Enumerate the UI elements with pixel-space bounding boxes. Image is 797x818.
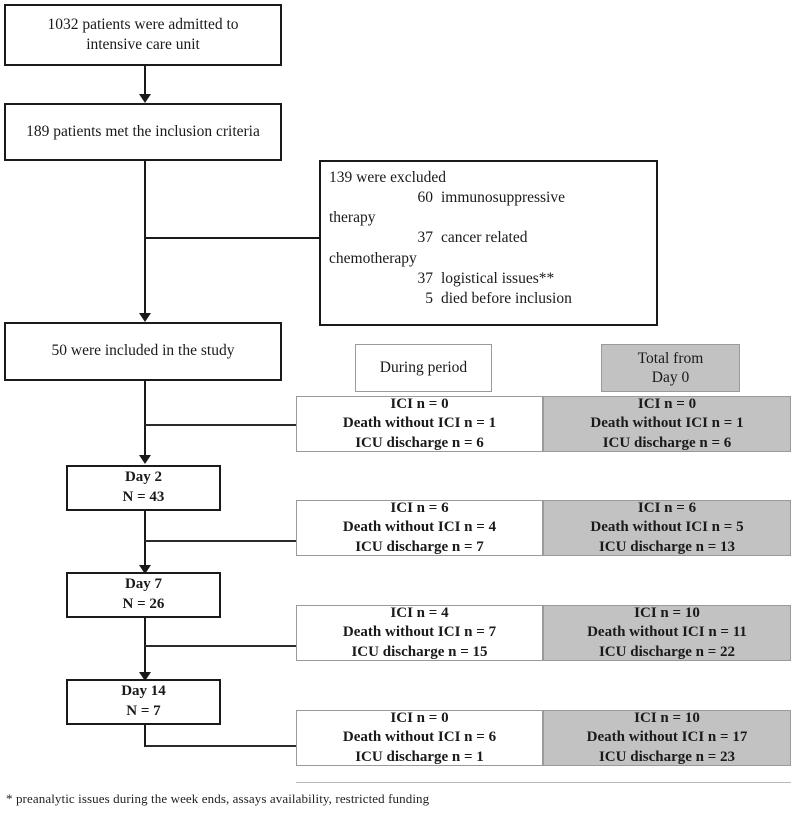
box-included-line1: 50 were included in the study <box>51 342 235 360</box>
excluded-reason-4: 5 died before inclusion <box>329 289 648 309</box>
panel-period-1-during-discharge: ICU discharge n = 6 <box>355 434 484 451</box>
panel-period-3-during-death: Death without ICI n = 7 <box>342 624 497 641</box>
panel-period-1-total: ICI n = 0 Death without ICI n = 1 ICU di… <box>543 396 791 452</box>
box-day-7-line1: Day 7 <box>124 576 163 593</box>
footnote-text: * preanalytic issues during the week end… <box>6 791 430 806</box>
excluded-reason-2-label: cancer related <box>441 229 528 247</box>
branch-to-period-1 <box>145 424 296 426</box>
panel-period-4-during: ICI n = 0 Death without ICI n = 6 ICU di… <box>296 710 543 766</box>
panel-period-1-during-ici: ICI n = 0 <box>390 395 449 412</box>
box-inclusion-criteria-line1: 189 patients met the inclusion criteria <box>26 122 260 140</box>
excluded-reason-1-count: 60 <box>417 189 434 207</box>
branch-to-period-4 <box>145 745 296 747</box>
panel-period-2-total-death: Death without ICI n = 5 <box>590 519 744 536</box>
connector-day14-stub <box>144 725 146 747</box>
box-day-14: Day 14 N = 7 <box>66 679 221 725</box>
header-total-line1: Total from <box>637 349 704 367</box>
header-during-period-label: During period <box>379 359 468 377</box>
panel-period-3-total: ICI n = 10 Death without ICI n = 11 ICU … <box>543 605 791 661</box>
panel-period-3-during: ICI n = 4 Death without ICI n = 7 ICU di… <box>296 605 543 661</box>
excluded-reason-2: 37 cancer related <box>329 228 648 248</box>
panel-period-2-total-ici: ICI n = 6 <box>637 499 697 516</box>
connector-day2-to-day7 <box>144 511 146 567</box>
connector-included-to-day2 <box>144 381 146 457</box>
box-admitted-line2: intensive care unit <box>86 36 200 53</box>
excluded-reason-1-wrap: therapy <box>329 209 376 227</box>
panel-period-4-total: ICI n = 10 Death without ICI n = 17 ICU … <box>543 710 791 766</box>
box-day-7: Day 7 N = 26 <box>66 572 221 618</box>
panel-period-4-during-ici: ICI n = 0 <box>390 709 449 726</box>
panel-period-2-during-death: Death without ICI n = 4 <box>342 519 497 536</box>
box-admitted: 1032 patients were admitted to intensive… <box>4 4 282 66</box>
excluded-reason-4-label: died before inclusion <box>441 289 572 307</box>
panel-period-4-during-discharge: ICU discharge n = 1 <box>355 748 484 765</box>
panel-period-2-total-discharge: ICU discharge n = 13 <box>598 538 736 555</box>
excluded-reason-1-label: immunosuppressive <box>441 189 565 207</box>
panel-period-3-total-ici: ICI n = 10 <box>634 604 700 621</box>
branch-to-period-2 <box>145 540 296 542</box>
excluded-reason-3-label: logistical issues** <box>441 269 555 287</box>
arrow-to-day14 <box>139 672 151 681</box>
box-inclusion-criteria: 189 patients met the inclusion criteria <box>4 103 282 161</box>
arrow-to-day2 <box>139 455 151 464</box>
box-day-2-line1: Day 2 <box>124 469 163 486</box>
panel-period-1-total-ici: ICI n = 0 <box>637 395 697 412</box>
branch-to-period-3 <box>145 645 296 647</box>
panel-period-3-total-discharge: ICU discharge n = 22 <box>598 643 736 660</box>
arrow-to-day7 <box>139 565 151 574</box>
arrow-to-included <box>139 313 151 322</box>
header-total-line2: Day 0 <box>651 369 690 386</box>
panel-period-2-total: ICI n = 6 Death without ICI n = 5 ICU di… <box>543 500 791 556</box>
box-admitted-line1: 1032 patients were admitted to <box>47 15 239 33</box>
panel-period-3-total-death: Death without ICI n = 11 <box>587 624 747 641</box>
excluded-reason-2-count: 37 <box>417 229 434 247</box>
panel-period-1-during-death: Death without ICI n = 1 <box>342 415 497 432</box>
header-total-from-day0: Total from Day 0 <box>601 344 740 392</box>
panel-period-3-during-discharge: ICU discharge n = 15 <box>351 643 488 660</box>
connector-to-excluded <box>145 237 320 239</box>
footnote-divider <box>296 782 791 783</box>
box-excluded: 139 were excluded 60 immunosuppressive th… <box>319 160 658 326</box>
box-day-14-line2: N = 7 <box>126 703 161 719</box>
panel-period-4-total-discharge: ICU discharge n = 23 <box>598 748 736 765</box>
box-included: 50 were included in the study <box>4 322 282 381</box>
excluded-reason-2-wrap: chemotherapy <box>329 249 417 267</box>
panel-period-2-during-ici: ICI n = 6 <box>390 499 449 516</box>
excluded-reason-3: 37 logistical issues** <box>329 269 648 289</box>
excluded-reason-1: 60 immunosuppressive <box>329 188 648 208</box>
panel-period-1-total-discharge: ICU discharge n = 6 <box>602 434 732 451</box>
arrow-to-inclusion <box>139 94 151 103</box>
box-day-2: Day 2 N = 43 <box>66 465 221 511</box>
panel-period-2-during-discharge: ICU discharge n = 7 <box>355 538 484 555</box>
panel-period-4-total-ici: ICI n = 10 <box>634 709 700 726</box>
excluded-heading: 139 were excluded <box>329 169 447 186</box>
box-day-14-line1: Day 14 <box>121 683 166 700</box>
excluded-reason-3-count: 37 <box>417 269 434 287</box>
box-day-7-line2: N = 26 <box>122 596 165 612</box>
connector-admitted-to-inclusion <box>144 66 146 95</box>
header-during-period: During period <box>355 344 492 392</box>
panel-period-1-total-death: Death without ICI n = 1 <box>590 415 744 432</box>
panel-period-3-during-ici: ICI n = 4 <box>390 604 449 621</box>
panel-period-4-total-death: Death without ICI n = 17 <box>586 729 748 746</box>
box-day-2-line2: N = 43 <box>122 489 165 505</box>
panel-period-4-during-death: Death without ICI n = 6 <box>342 729 497 746</box>
panel-period-1-during: ICI n = 0 Death without ICI n = 1 ICU di… <box>296 396 543 452</box>
excluded-reason-4-count: 5 <box>425 289 433 307</box>
panel-period-2-during: ICI n = 6 Death without ICI n = 4 ICU di… <box>296 500 543 556</box>
